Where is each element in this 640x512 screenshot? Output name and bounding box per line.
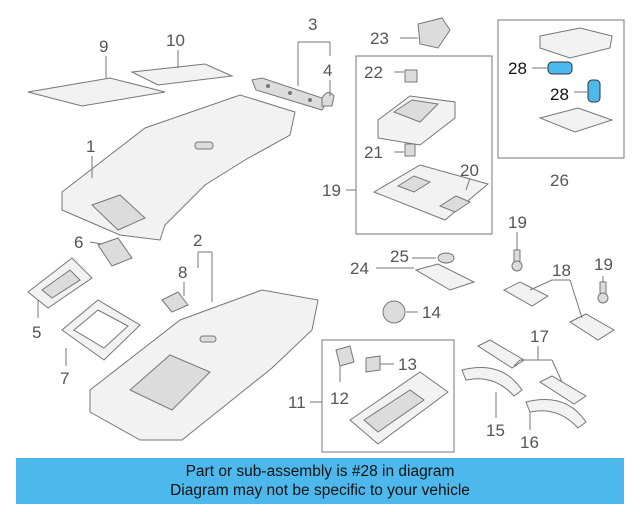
callout-11: 11 — [288, 393, 306, 412]
callout-5: 5 — [32, 323, 41, 342]
part-18-brackets — [502, 281, 615, 341]
box-27 — [497, 19, 625, 159]
callout-2: 2 — [193, 231, 202, 250]
part-19-screw-right — [597, 281, 609, 304]
part-28-bulb-a — [547, 61, 573, 75]
callout-19-left: 19 — [508, 213, 527, 232]
part-14-grommet — [382, 300, 406, 324]
callout-27: 26 — [550, 171, 569, 190]
part-2-headliner — [89, 289, 319, 441]
part-19-screw-left — [511, 249, 523, 272]
callout-21: 20 — [460, 161, 479, 180]
banner-line-1: Part or sub-assembly is #28 in diagram — [185, 463, 455, 480]
part-15-handle — [461, 367, 523, 397]
box-11 — [321, 339, 455, 453]
callout-16: 16 — [520, 433, 539, 452]
part-26-bulb — [437, 252, 455, 264]
part-25-lamp — [414, 263, 476, 291]
callout-19-right: 19 — [594, 255, 613, 274]
part-7-frame — [61, 299, 141, 361]
part-8-clip — [161, 291, 189, 313]
part-10-panel — [130, 63, 234, 86]
part-24-bracket — [417, 17, 451, 49]
callout-8: 8 — [178, 263, 187, 282]
part-5-lamp-housing — [27, 257, 93, 309]
callout-26: 25 — [390, 247, 409, 266]
callout-13: 13 — [398, 355, 417, 374]
callout-6: 6 — [74, 233, 83, 252]
callout-25: 24 — [350, 259, 369, 278]
part-4-clip — [321, 92, 335, 107]
callout-12: 12 — [330, 389, 349, 408]
callout-labels: 9 10 3 4 1 2 6 8 5 7 23 22 21 20 19 28 2… — [32, 15, 613, 452]
info-banner: Part or sub-assembly is #28 in diagram D… — [16, 458, 624, 504]
banner-line-2: Diagram may not be specific to your vehi… — [170, 482, 470, 499]
part-9-panel — [27, 77, 166, 107]
callout-7: 7 — [60, 369, 69, 388]
callout-15: 15 — [486, 421, 505, 440]
callout-3: 3 — [308, 15, 317, 34]
callout-17: 17 — [530, 327, 549, 346]
callout-1: 1 — [86, 137, 95, 156]
part-6-handle-bracket — [97, 237, 133, 267]
part-16-handle — [525, 399, 587, 429]
part-28-bulb-b — [587, 79, 601, 103]
callout-28-a: 28 — [508, 59, 527, 78]
callout-10: 10 — [166, 31, 185, 50]
callout-28-b: 28 — [550, 85, 569, 104]
callout-14: 14 — [422, 303, 441, 322]
callout-23: 22 — [364, 63, 383, 82]
callout-20: 19 — [322, 181, 341, 200]
box-20 — [355, 55, 493, 235]
leader-lines — [37, 37, 604, 430]
callout-24: 23 — [370, 29, 389, 48]
callout-9: 9 — [99, 37, 108, 56]
callout-18: 18 — [552, 261, 571, 280]
callout-4: 4 — [323, 61, 332, 80]
callout-22: 21 — [364, 143, 383, 162]
part-1-headliner — [61, 94, 296, 241]
